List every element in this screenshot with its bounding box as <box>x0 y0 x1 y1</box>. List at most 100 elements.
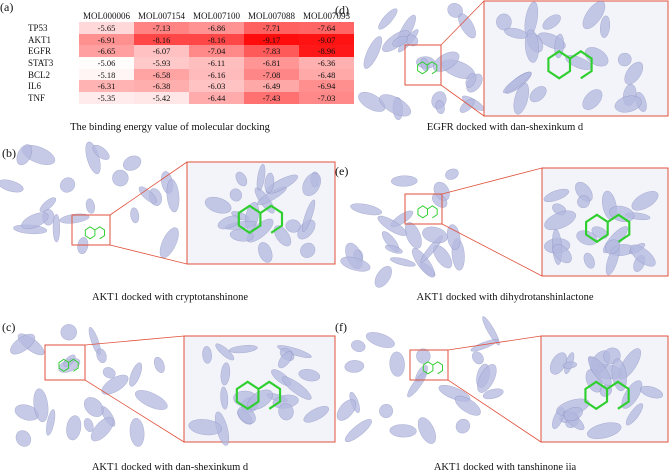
protein-ribbon <box>77 237 89 255</box>
callout-line <box>447 335 542 351</box>
protein-ribbon <box>202 346 212 364</box>
ligand-molecule <box>235 380 282 411</box>
protein-ribbon <box>344 419 372 443</box>
callout-line <box>84 379 185 443</box>
protein-ribbon <box>454 395 481 416</box>
zoom-region-box <box>404 193 443 225</box>
heatmap-cell: -5.06 <box>79 57 134 69</box>
panel-e-caption: AKT1 docked with dihydrotanshinlactone <box>416 292 594 303</box>
row-label: EGFR <box>24 45 79 58</box>
protein-ribbon <box>278 403 294 421</box>
protein-ribbon <box>340 256 371 272</box>
protein-ribbon <box>188 419 223 436</box>
heatmap-cell: -7.03 <box>299 92 354 104</box>
protein-ribbon <box>237 406 256 424</box>
callout-line <box>84 335 185 346</box>
row-label: TNF <box>24 92 79 104</box>
protein-ribbon <box>496 13 512 31</box>
heatmap-row: EGFR-6.65-6.07-7.04-7.83-8.96 <box>24 45 354 58</box>
protein-ribbon <box>39 197 57 213</box>
heatmap-row: STAT3-5.06-5.93-6.11-6.81-6.36 <box>24 57 354 69</box>
protein-ribbon <box>562 361 578 369</box>
protein-ribbon <box>112 169 129 187</box>
protein-ribbon <box>503 71 532 94</box>
protein-ribbon <box>587 422 622 439</box>
column-header: MOL007154 <box>138 11 185 21</box>
protein-ribbon <box>102 367 116 379</box>
heatmap-cell: -9.17 <box>244 33 299 46</box>
protein-ribbon <box>217 215 241 230</box>
protein-ribbon <box>625 403 644 426</box>
protein-ribbon <box>264 172 275 193</box>
protein-ribbon <box>297 219 316 240</box>
protein-ribbon <box>273 225 292 247</box>
heatmap-cell: -5.65 <box>79 22 134 34</box>
protein-ribbon <box>417 417 436 444</box>
protein-ribbon <box>166 178 180 213</box>
protein-ribbon <box>459 98 475 113</box>
protein-ribbon <box>617 52 632 67</box>
heatmap-cell: -6.65 <box>79 45 134 58</box>
heatmap-row: IL6-6.31-6.38-6.03-6.49-6.94 <box>24 80 354 93</box>
heatmap-cell: -6.36 <box>299 57 354 69</box>
protein-ribbon <box>544 210 577 231</box>
protein-ribbon <box>351 340 366 352</box>
protein-ribbon <box>379 403 394 419</box>
callout-line <box>440 84 485 117</box>
zoom-region-box <box>44 344 86 381</box>
protein-ribbon <box>229 345 258 354</box>
protein-ribbon <box>391 175 418 187</box>
zoom-region-box <box>404 44 442 86</box>
ligand-molecule <box>584 380 630 411</box>
protein-ribbon <box>582 1 606 30</box>
panel-b-label: (b) <box>2 146 16 160</box>
protein-ribbon <box>482 388 504 400</box>
panel-c-label: (c) <box>2 320 16 334</box>
protein-ribbon <box>465 72 477 88</box>
heatmap-cell: -6.11 <box>189 57 244 69</box>
protein-ribbon <box>350 203 382 216</box>
protein-ribbon <box>640 385 664 399</box>
protein-ribbon <box>358 92 386 112</box>
heatmap-cell: -6.07 <box>134 45 189 58</box>
protein-ribbon <box>130 207 140 224</box>
protein-ribbon <box>46 409 56 436</box>
protein-ribbon <box>52 213 61 243</box>
protein-ribbon <box>470 338 499 352</box>
panel-f-label: (f) <box>335 320 347 334</box>
protein-ribbon <box>446 224 461 251</box>
protein-ribbon <box>455 418 471 434</box>
column-header: MOL007088 <box>248 11 295 21</box>
protein-ribbon <box>33 388 49 423</box>
heatmap-cell: -6.48 <box>299 68 354 81</box>
protein-ribbon <box>552 244 572 264</box>
protein-ribbon <box>384 244 403 254</box>
protein-ribbon <box>624 61 644 85</box>
protein-ribbon <box>344 360 365 373</box>
protein-ribbon <box>298 369 321 382</box>
protein-ribbon <box>220 386 229 410</box>
protein-ribbon <box>482 316 500 346</box>
protein-ribbon <box>302 172 321 197</box>
protein-ribbon <box>90 417 114 442</box>
heatmap-cell: -5.93 <box>134 57 189 69</box>
protein-ribbon <box>63 354 76 367</box>
heatmap-cell: -5.42 <box>134 92 189 104</box>
protein-ribbon <box>83 397 104 417</box>
heatmap-cell: -9.07 <box>299 33 354 46</box>
protein-ribbon <box>85 198 96 214</box>
protein-ribbon <box>392 35 409 47</box>
heatmap-cell: -7.08 <box>244 68 299 81</box>
protein-ribbon <box>60 177 76 193</box>
heatmap-row: BCL2-5.18-6.58-6.16-7.08-6.48 <box>24 68 354 81</box>
column-header: MOL000006 <box>83 11 130 21</box>
row-label: STAT3 <box>24 57 79 69</box>
protein-ribbon <box>591 226 608 239</box>
heatmap-cell: -6.49 <box>244 80 299 93</box>
protein-ribbon <box>582 89 603 110</box>
protein-ribbon <box>447 3 463 18</box>
protein-ribbon <box>159 227 179 258</box>
panel-a-caption: The binding energy value of molecular do… <box>70 122 270 133</box>
protein-ribbon <box>303 406 330 423</box>
callout-line <box>441 167 543 195</box>
